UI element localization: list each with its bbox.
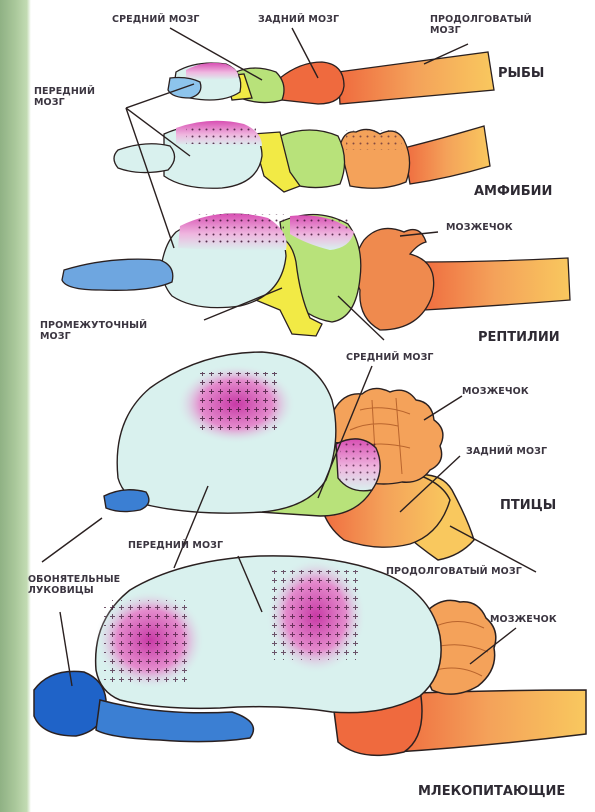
label-olfactory-bulbs: ОБОНЯТЕЛЬНЫЕ ЛУКОВИЦЫ [28, 574, 120, 596]
reptile-cerebellum [355, 228, 434, 330]
label-fish-medulla: ПРОДОЛГОВАТЫЙ МОЗГ [430, 14, 532, 36]
label-bird-medulla: ПРОДОЛГОВАТЫЙ МОЗГ [386, 566, 522, 577]
label-mammal-forebrain: ПЕРЕДНИЙ МОЗГ [128, 540, 223, 551]
reptile-medulla [420, 258, 570, 310]
label-bird-hindbrain: ЗАДНИЙ МОЗГ [466, 446, 547, 457]
label-forebrain: ПЕРЕДНИЙ МОЗГ [34, 86, 95, 108]
label-fish-hindbrain: ЗАДНИЙ МОЗГ [258, 14, 339, 25]
amphibian-olfactory [114, 144, 175, 173]
fish-hindbrain [280, 62, 344, 104]
mammal-olfactory [34, 671, 106, 736]
class-amphibians: АМФИБИИ [474, 184, 552, 199]
label-bird-midbrain: СРЕДНИЙ МОЗГ [346, 352, 434, 363]
bird-olfactory [104, 490, 149, 512]
label-fish-midbrain: СРЕДНИЙ МОЗГ [112, 14, 200, 25]
label-reptile-cerebellum: МОЗЖЕЧОК [446, 222, 513, 233]
reptile-olfactory [62, 259, 173, 290]
label-diencephalon: ПРОМЕЖУТОЧНЫЙ МОЗГ [40, 320, 147, 342]
amphibian-brain [114, 121, 490, 192]
bird-brain [104, 352, 474, 560]
class-reptiles: РЕПТИЛИИ [478, 330, 560, 345]
label-bird-cerebellum: МОЗЖЕЧОК [462, 386, 529, 397]
fish-brain [168, 52, 494, 104]
fish-medulla [338, 52, 494, 104]
class-fish: РЫБЫ [498, 66, 544, 81]
amphibian-medulla [404, 126, 490, 184]
label-mammal-cerebellum: МОЗЖЕЧОК [490, 614, 557, 625]
class-birds: ПТИЦЫ [500, 498, 556, 513]
class-mammals: МЛЕКОПИТАЮЩИЕ [418, 784, 565, 799]
